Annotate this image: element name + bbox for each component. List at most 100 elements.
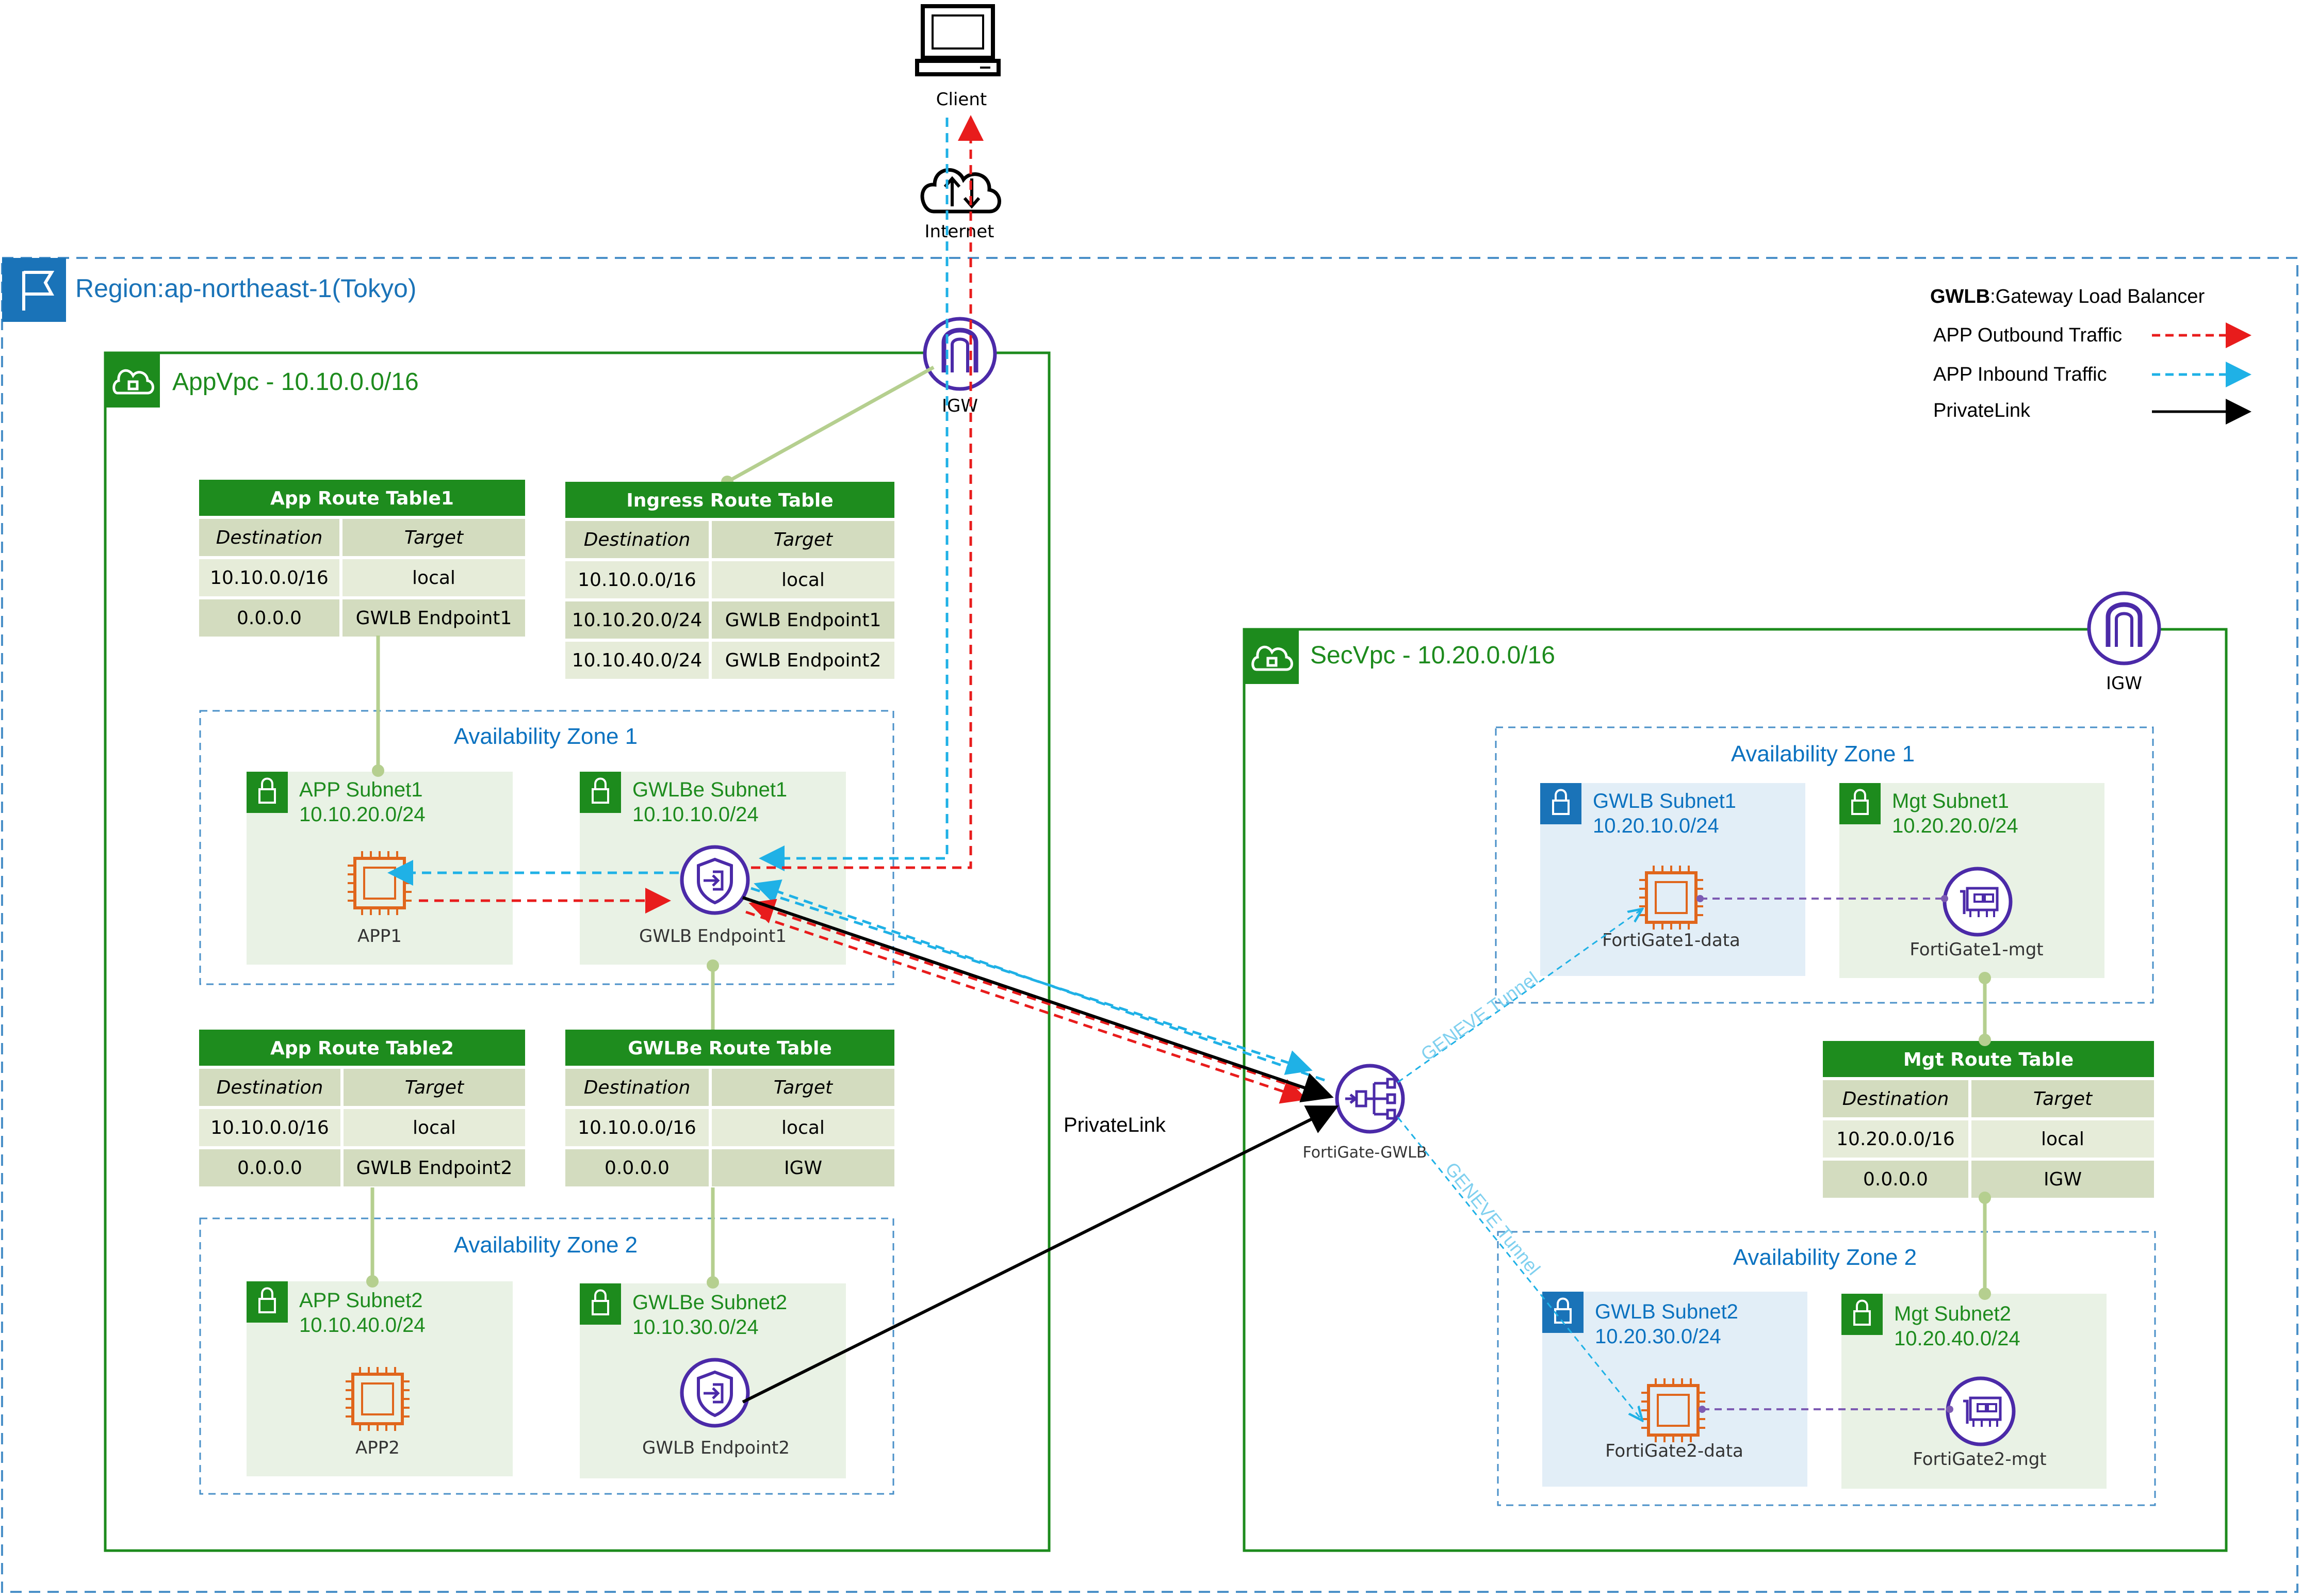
route-table-header (565, 1030, 894, 1066)
route-table-title: App Route Table1 (270, 488, 454, 509)
lock-icon (1853, 1299, 1871, 1326)
appvpc-az2: Availability Zone 2 (199, 1217, 894, 1495)
app1-label: APP1 (357, 926, 402, 947)
laptop-icon (915, 4, 1001, 76)
route-col-destination: Destination (1842, 1088, 1949, 1110)
route-target-cell: local (413, 1117, 456, 1138)
fg1-data-label: FortiGate1-data (1602, 930, 1740, 951)
appvpc-igw: IGW (923, 317, 997, 416)
legend-gwlb-definition: GWLB:Gateway Load Balancer (1930, 286, 2205, 307)
mgt-subnet2: Mgt Subnet2 10.20.40.0/24 (1841, 1294, 2107, 1489)
gwlb-subnet2: GWLB Subnet2 10.20.30.0/24 (1542, 1292, 1807, 1487)
route-destination-cell: 10.10.0.0/16 (578, 1117, 696, 1138)
lock-icon (592, 1289, 609, 1315)
geneve-label-1: GENEVE Tunnel (1417, 967, 1542, 1065)
route-col-destination: Destination (584, 1077, 691, 1098)
route-target-cell: IGW (2044, 1169, 2082, 1190)
geneve-label-2: GENEVE Tunnel (1441, 1158, 1545, 1279)
route-destination-cell: 0.0.0.0 (237, 1158, 302, 1179)
lock-icon (592, 777, 609, 804)
mgt-subnet2-cidr: 10.20.40.0/24 (1894, 1327, 2020, 1350)
route-target-cell: GWLB Endpoint1 (356, 608, 512, 629)
table-row (565, 642, 709, 679)
lock-icon (258, 777, 276, 804)
table-row (199, 1109, 340, 1146)
route-target-cell: local (781, 1117, 825, 1138)
gwlbe-subnet1-cidr: 10.10.10.0/24 (632, 803, 759, 826)
appvpc-label: AppVpc - 10.10.0.0/16 (172, 368, 419, 396)
endpoint1-label: GWLB Endpoint1 (639, 926, 787, 947)
outbound-flow-gwlb-endpoint (748, 899, 1300, 1090)
mgt-subnet1-cidr: 10.20.20.0/24 (1892, 815, 2018, 837)
table-row (565, 1109, 709, 1146)
lock-icon (258, 1287, 276, 1313)
gwlb-subnet1-name: GWLB Subnet1 (1593, 790, 1736, 812)
table-row (565, 601, 709, 639)
load-balancer-icon (1345, 1078, 1396, 1120)
secvpc-label: SecVpc - 10.20.0.0/16 (1310, 642, 1555, 669)
fortigate2-mgt-eni-icon (1946, 1376, 2016, 1446)
legend-gwlb-rest: :Gateway Load Balancer (1990, 286, 2205, 307)
route-destination-cell: 0.0.0.0 (237, 608, 302, 629)
gwlb-subnet2-name: GWLB Subnet2 (1595, 1300, 1738, 1323)
gwlb-endpoint1-icon (680, 845, 750, 915)
region-label: Region:ap-northeast-1(Tokyo) (75, 274, 416, 303)
connector-dot (372, 764, 384, 777)
client-node: Client (915, 4, 1001, 110)
connector-dot (1699, 1406, 1706, 1413)
table-row (199, 599, 339, 637)
appvpc-az1-label: Availability Zone 1 (454, 724, 638, 749)
gwlb-subnet1: GWLB Subnet1 10.20.10.0/24 (1540, 783, 1805, 976)
geneve-tunnel-1 (1397, 909, 1642, 1083)
route-target-cell: GWLB Endpoint1 (725, 610, 882, 631)
app2-label: APP2 (355, 1438, 400, 1458)
connector-igw-ingress (726, 365, 935, 484)
route-destination-cell: 0.0.0.0 (605, 1158, 670, 1179)
connector-dot (707, 1276, 719, 1289)
fortigate-gwlb-node: FortiGate-GWLB (1303, 1064, 1427, 1162)
gwlbe-subnet1-name: GWLBe Subnet1 (632, 778, 787, 801)
flag-icon (22, 271, 55, 311)
app2-instance-icon (346, 1367, 410, 1431)
route-target-cell: GWLB Endpoint2 (725, 650, 882, 671)
route-col-destination: Destination (216, 527, 323, 548)
route-col-destination: Destination (217, 1077, 323, 1098)
mgt-subnet2-name: Mgt Subnet2 (1894, 1302, 2011, 1325)
secvpc-az1-label: Availability Zone 1 (1731, 741, 1915, 767)
route-destination-cell: 10.10.0.0/16 (578, 569, 696, 591)
table-row (199, 1149, 340, 1186)
region-flag-icon (2, 258, 66, 322)
connector-dot (1979, 972, 1991, 984)
connector-dot (1696, 895, 1704, 902)
appvpc-container: AppVpc - 10.10.0.0/16 (104, 351, 1051, 1552)
fg1-mgt-label: FortiGate1-mgt (1910, 939, 2043, 960)
app-subnet1-cidr: 10.10.20.0/24 (299, 803, 426, 826)
lock-icon (1851, 789, 1869, 815)
endpoint2-label: GWLB Endpoint2 (642, 1438, 790, 1458)
route-col-target: Target (404, 527, 464, 548)
gwlb-label: FortiGate-GWLB (1303, 1144, 1427, 1162)
app-subnet2-cidr: 10.10.40.0/24 (299, 1314, 426, 1337)
connector-dot (1946, 1406, 1953, 1413)
secvpc-igw: IGW (2087, 591, 2161, 694)
privatelink-label: PrivateLink (1064, 1114, 1166, 1136)
privatelink-endpoint2 (742, 1105, 1339, 1404)
connector-dot (1979, 1192, 1991, 1204)
fg2-mgt-label: FortiGate2-mgt (1913, 1449, 2046, 1470)
route-destination-cell: 10.10.0.0/16 (210, 1117, 329, 1138)
fortigate1-mgt-eni-icon (1943, 867, 2013, 937)
route-destination-cell: 10.10.40.0/24 (572, 650, 703, 671)
app-subnet2: APP Subnet2 10.10.40.0/24 (247, 1281, 513, 1476)
legend-outbound-label: APP Outbound Traffic (1933, 324, 2122, 346)
vpc-cloud-lock-icon (112, 369, 154, 395)
vpc-cloud-lock-icon (1251, 645, 1293, 671)
route-target-cell: local (412, 567, 455, 589)
route-col-target: Target (2033, 1088, 2093, 1110)
route-table-header (565, 482, 894, 518)
privatelink-endpoint1 (742, 896, 1334, 1103)
